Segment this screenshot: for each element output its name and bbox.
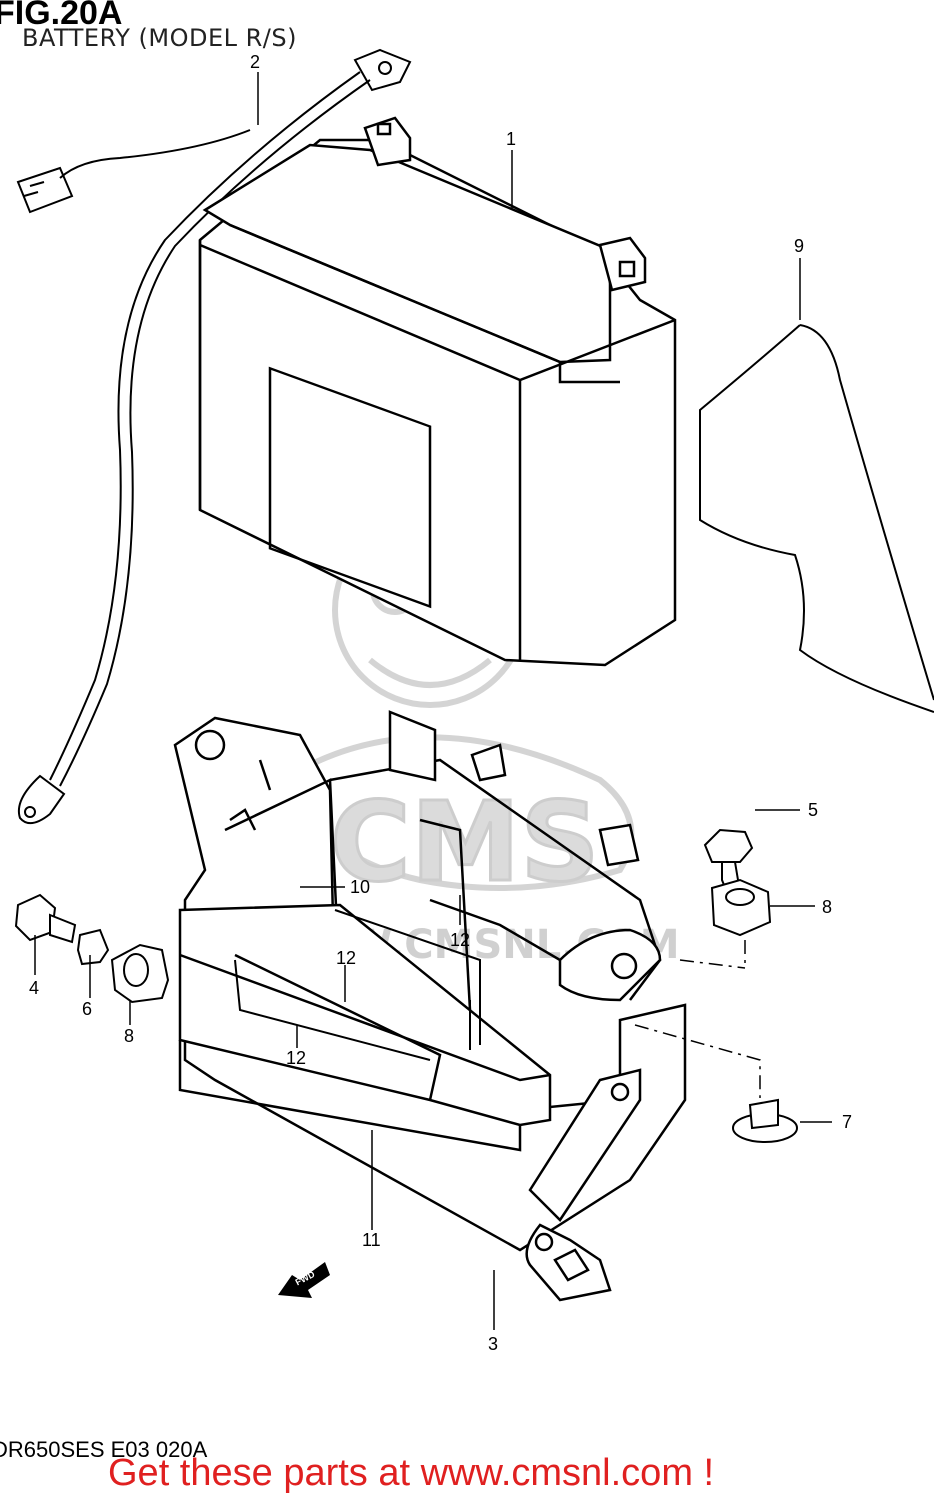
grommet-part-8-right (710, 878, 772, 937)
callout-7: 7 (842, 1112, 852, 1132)
grommet-part-8-left (110, 943, 170, 1004)
callout-2: 2 (250, 52, 260, 72)
leader-lines (34, 72, 832, 1330)
callout-12-mid: 12 (336, 948, 356, 968)
callout-4: 4 (29, 978, 39, 998)
callout-5: 5 (808, 800, 818, 820)
cover-part-9 (699, 324, 934, 713)
callout-6: 6 (82, 999, 92, 1019)
drawing-code: DR650SES E03 020A (0, 1437, 208, 1462)
callout-8-left: 8 (124, 1026, 134, 1046)
callout-1: 1 (506, 129, 516, 149)
callout-11: 11 (362, 1230, 381, 1250)
promo-link[interactable]: Get these parts at www.cmsnl.com ! (108, 1452, 715, 1494)
callout-3: 3 (488, 1334, 498, 1354)
nut-part-7 (732, 1098, 798, 1143)
callout-10: 10 (350, 877, 370, 897)
callout-12-top: 12 (450, 930, 470, 950)
callout-8-right: 8 (822, 897, 832, 917)
fwd-arrow-icon: FWD (278, 1262, 330, 1298)
callout-9: 9 (794, 236, 804, 256)
band-part-11 (178, 903, 552, 1152)
battery-cable-part-2 (16, 48, 412, 825)
cushion-parts-10-12 (234, 909, 481, 1061)
bolt-part-4 (14, 893, 77, 944)
callout-12-bottom: 12 (286, 1048, 306, 1068)
collar-part-6 (76, 928, 110, 966)
figure-subtitle: BATTERY (MODEL R/S) (22, 24, 297, 52)
assembly-lines (634, 940, 761, 1098)
figure-title: FIG.20A (0, 0, 123, 32)
battery-part-1 (198, 116, 677, 667)
